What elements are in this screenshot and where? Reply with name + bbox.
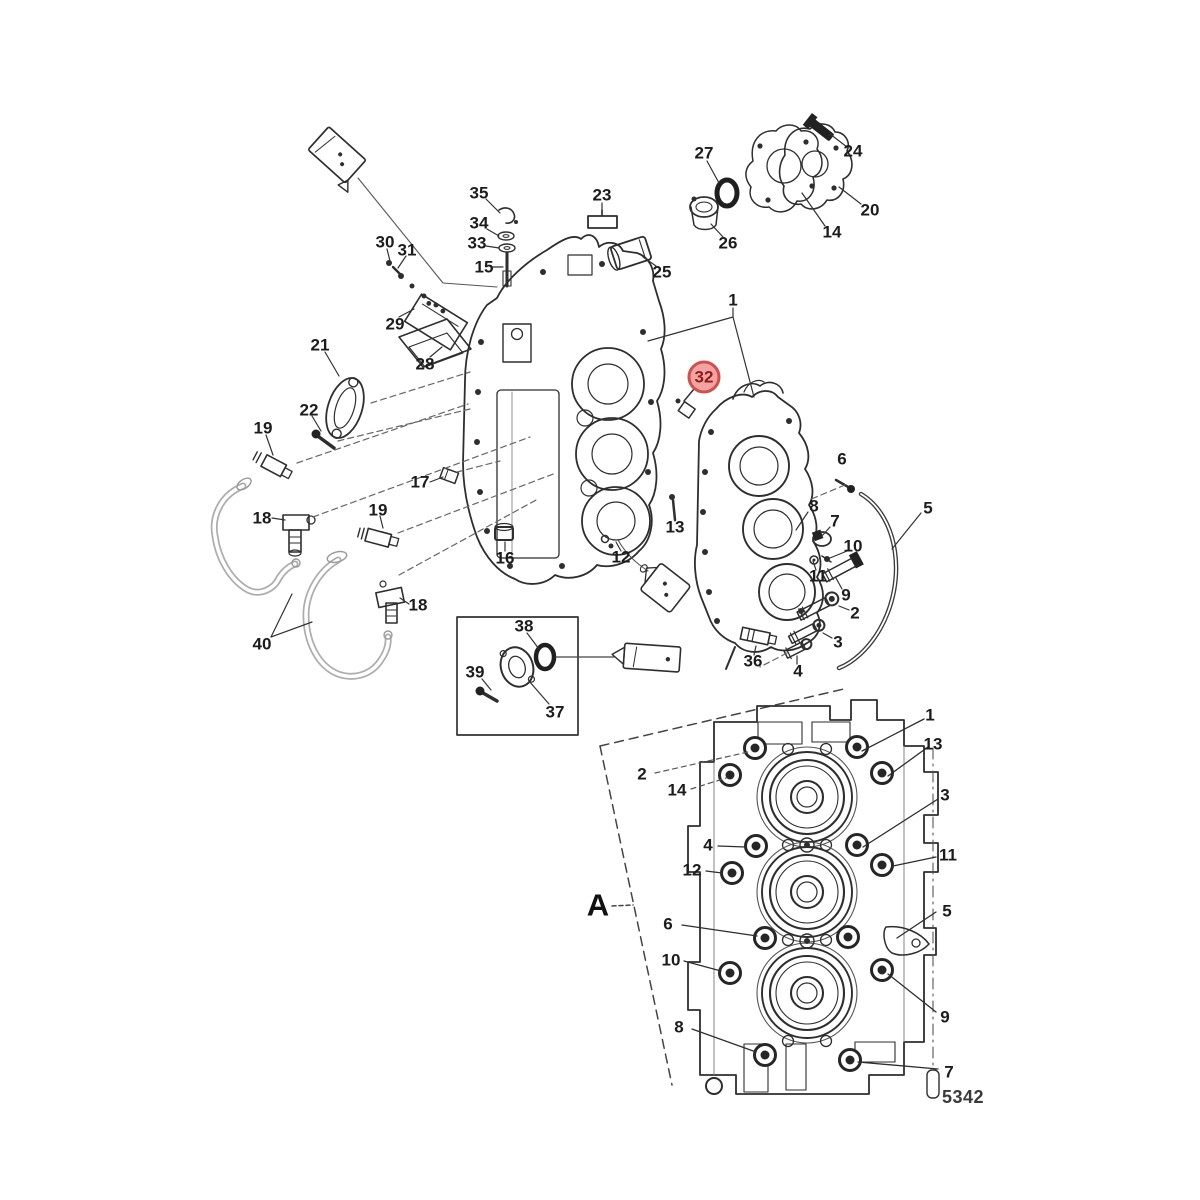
part-callout-upper-30[interactable]: 30: [375, 232, 395, 252]
part-callout-upper-16[interactable]: 16: [495, 548, 515, 568]
part-callout-upper-14[interactable]: 14: [822, 222, 842, 242]
part-callout-upper-28[interactable]: 28: [415, 354, 435, 374]
bolt-24-icon: [802, 112, 834, 141]
part-callout-upper-35[interactable]: 35: [469, 183, 489, 203]
part-callout-upper-b-18[interactable]: 18: [408, 595, 428, 615]
part-callout-lower-8[interactable]: 8: [674, 1017, 684, 1037]
part-callout-lower-4[interactable]: 4: [703, 835, 713, 855]
cylinder-block-art: [462, 234, 666, 585]
part-callout-upper-11[interactable]: 11: [809, 566, 827, 586]
part-callout-upper-22[interactable]: 22: [299, 400, 319, 420]
part-callout-lower-12[interactable]: 12: [682, 860, 702, 880]
part-callout-lower-11[interactable]: 11: [939, 845, 957, 865]
part-callout-upper-3[interactable]: 3: [833, 632, 843, 652]
thermostat-26-icon: [689, 196, 719, 231]
part-callout-inset-38[interactable]: 38: [514, 616, 534, 636]
lower-block-view: [654, 699, 940, 1099]
sealant-tube-icon: [308, 126, 366, 193]
dashed-leaders-lower: [654, 751, 749, 790]
part-callout-lower-3[interactable]: 3: [940, 785, 950, 805]
leader-lines-lower: [681, 718, 939, 1070]
cylinder-bores: [756, 742, 858, 1048]
part-callout-upper-27[interactable]: 27: [694, 143, 714, 163]
part-callout-upper-15[interactable]: 15: [474, 257, 494, 277]
cover-37-icon: [499, 646, 536, 688]
elbow-18a: [282, 514, 316, 557]
highlighted-part-callout-32[interactable]: 32: [687, 360, 721, 394]
part-callout-lower-1[interactable]: 1: [925, 705, 935, 725]
part-callout-upper-5[interactable]: 5: [923, 498, 933, 518]
elbow-18b: [375, 580, 406, 624]
part-callout-upper-9[interactable]: 9: [841, 585, 851, 605]
right-hardware: [600, 398, 899, 671]
part-callout-lower-5[interactable]: 5: [942, 901, 952, 921]
part-callout-inset-39[interactable]: 39: [465, 662, 485, 682]
part-callout-inset-37[interactable]: 37: [545, 702, 565, 722]
part-callout-lower-14[interactable]: 14: [667, 780, 687, 800]
part-callout-upper-10[interactable]: 10: [843, 536, 863, 556]
part-callout-upper-31[interactable]: 31: [397, 240, 417, 260]
part-callout-upper-12[interactable]: 12: [611, 547, 631, 567]
part-callout-upper-1[interactable]: 1: [728, 290, 738, 310]
part-callout-upper-17[interactable]: 17: [410, 472, 430, 492]
drawing-number: 5342: [941, 1087, 985, 1107]
part-callout-upper-6[interactable]: 6: [837, 449, 847, 469]
part-callout-lower-2[interactable]: 2: [637, 764, 647, 784]
part-callout-lower-13[interactable]: 13: [923, 734, 943, 754]
head-bolts: [718, 735, 894, 1072]
inset-detail-box: [456, 616, 682, 736]
hoses-40: [210, 477, 393, 680]
cylinder-head-art: [694, 379, 824, 670]
part-callout-lower-10[interactable]: 10: [661, 950, 681, 970]
part-callout-upper-20[interactable]: 20: [860, 200, 880, 220]
part-callout-upper-21[interactable]: 21: [310, 335, 330, 355]
part-callout-upper-8[interactable]: 8: [809, 496, 819, 516]
sealant-tube-3-icon: [611, 642, 682, 673]
part-callout-upper-19[interactable]: 19: [253, 418, 273, 438]
part-callout-upper-26[interactable]: 26: [718, 233, 738, 253]
part-callout-upper-29[interactable]: 29: [385, 314, 405, 334]
part-callout-lower-9[interactable]: 9: [940, 1007, 950, 1027]
part-callout-lower-6[interactable]: 6: [663, 914, 673, 934]
part-callout-lower-7[interactable]: 7: [944, 1062, 954, 1082]
o-ring-27-icon: [714, 177, 740, 209]
part-callout-upper-b-19[interactable]: 19: [368, 500, 388, 520]
part-callout-upper-36[interactable]: 36: [743, 651, 763, 671]
part-callout-upper-23[interactable]: 23: [592, 185, 612, 205]
part-callout-upper-7[interactable]: 7: [830, 511, 840, 531]
leader-lines-upper: [265, 133, 922, 705]
part-callout-upper-13[interactable]: 13: [665, 517, 685, 537]
view-label: A: [586, 887, 610, 923]
part-callout-upper-33[interactable]: 33: [467, 233, 487, 253]
left-fittings: [252, 377, 514, 624]
thermostat-cover-art: [689, 112, 853, 231]
part-callout-upper-25[interactable]: 25: [652, 262, 672, 282]
dashed-lines-upper: [296, 371, 846, 668]
part-callout-upper-24[interactable]: 24: [843, 141, 863, 161]
view-a-projection-lines: [599, 687, 849, 1086]
part-callout-upper-4[interactable]: 4: [793, 661, 803, 681]
part-callout-upper-18[interactable]: 18: [252, 508, 272, 528]
o-ring-38-icon: [533, 642, 557, 672]
sealant-tube-2-icon: [617, 539, 691, 613]
part-callout-upper-2[interactable]: 2: [850, 603, 860, 623]
part-callout-upper-34[interactable]: 34: [469, 213, 489, 233]
part-callout-upper-40[interactable]: 40: [252, 634, 272, 654]
